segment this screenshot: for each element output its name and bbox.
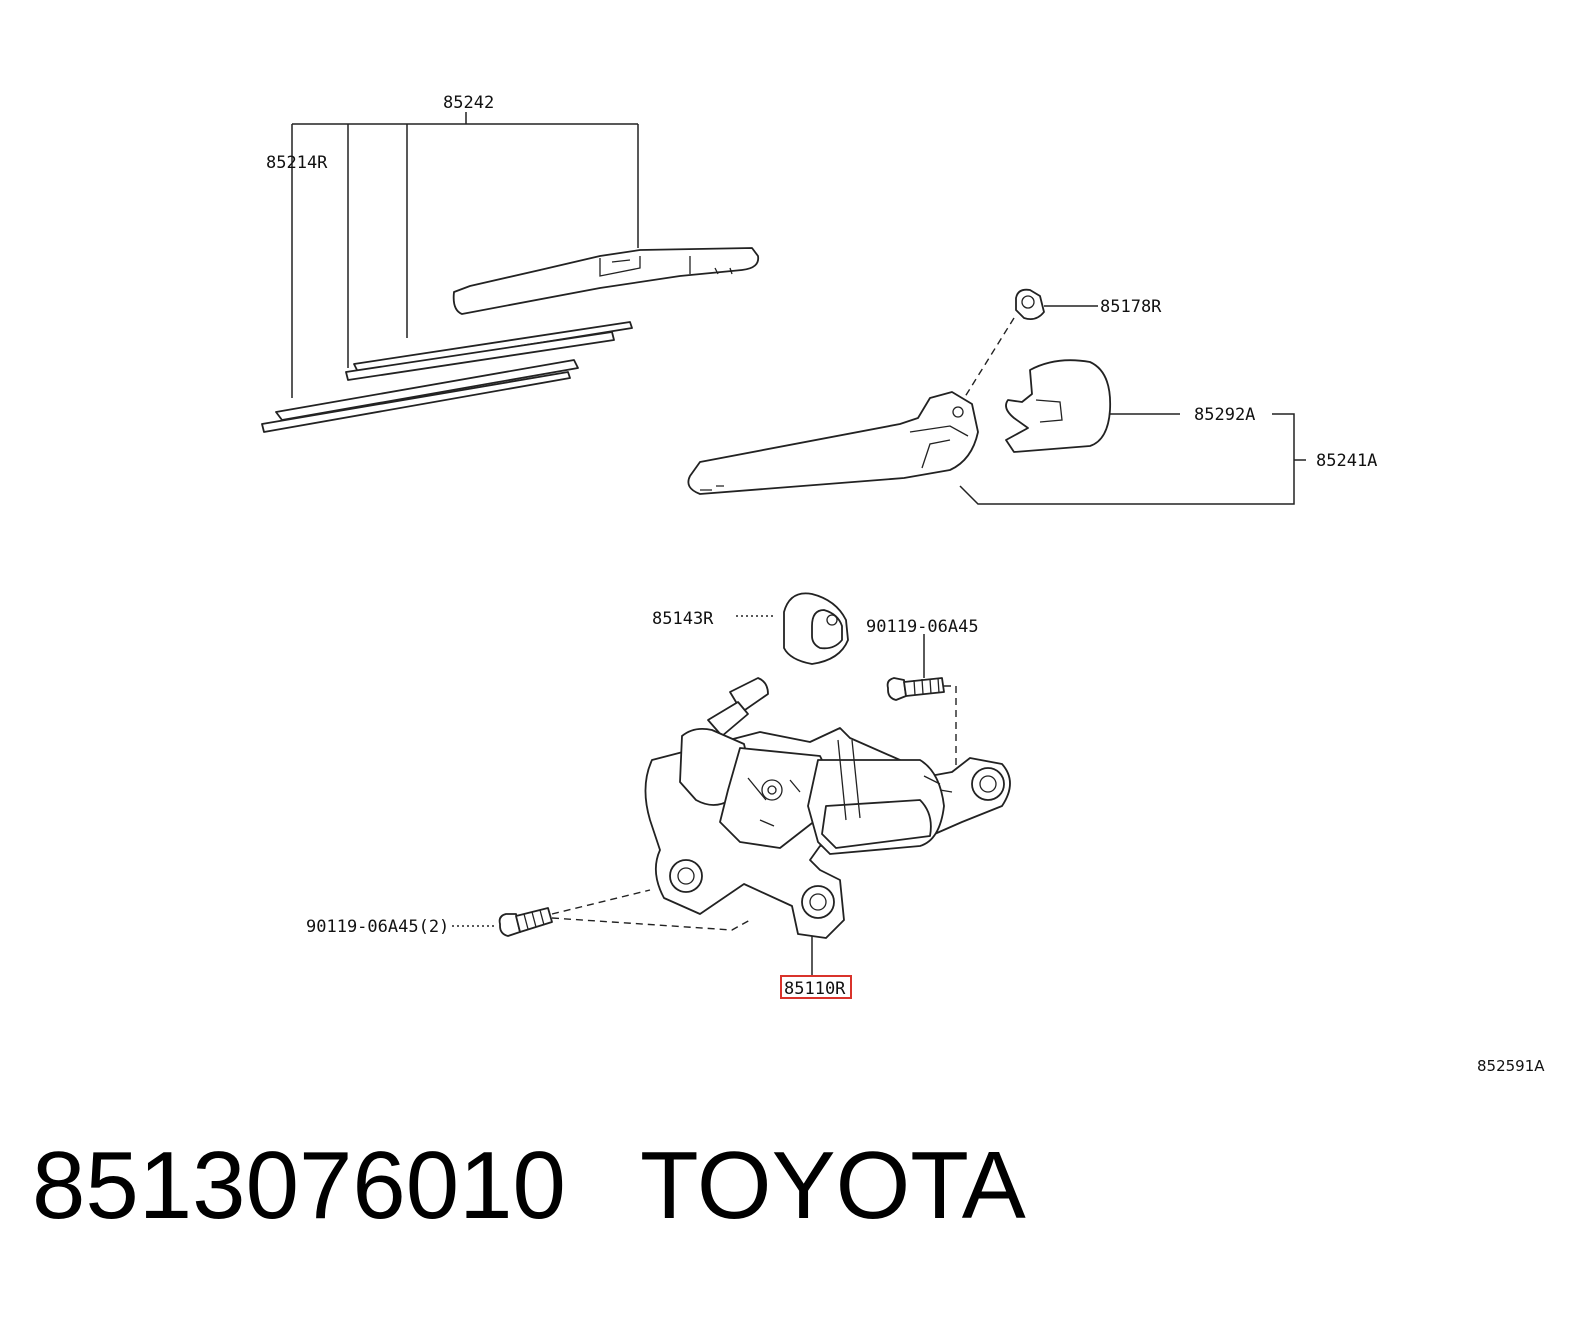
arm-cap: [1005, 359, 1112, 453]
wiper-arm-group: [687, 288, 1306, 505]
callout-90119-06A45-x2[interactable]: 90119-06A45(2): [306, 917, 449, 937]
highlight-box: [780, 975, 852, 999]
bolt-upper: [886, 634, 957, 770]
footer-part-number: 8513076010: [32, 1132, 566, 1239]
callout-85241A[interactable]: 85241A: [1316, 451, 1377, 471]
grommet-bottom: [801, 885, 835, 919]
grommet-left: [669, 859, 703, 893]
callout-85214R[interactable]: 85214R: [266, 153, 328, 173]
wiper-arm: [687, 391, 979, 495]
blade-frame: [452, 247, 760, 315]
callout-90119-06A45[interactable]: 90119-06A45: [866, 617, 979, 637]
grommet-right: [971, 767, 1005, 801]
wiper-motor-assembly: [644, 677, 1011, 976]
callout-85292A[interactable]: 85292A: [1194, 405, 1255, 425]
bolt-lower: [452, 889, 751, 937]
blade-rubber-strip-lower: [275, 359, 579, 421]
callout-85110R[interactable]: 85110R: [784, 979, 846, 999]
pivot-cap: [736, 592, 849, 665]
callout-85143R[interactable]: 85143R: [652, 609, 714, 629]
callout-85242[interactable]: 85242: [443, 93, 494, 113]
footer-brand: TOYOTA: [640, 1132, 1026, 1239]
arm-nut: [1015, 288, 1045, 321]
illustration-code: 852591A: [1477, 1057, 1545, 1075]
wiper-blade-group: [261, 112, 760, 433]
callout-85110R-highlighted[interactable]: 85110R: [780, 975, 852, 999]
callout-85178R[interactable]: 85178R: [1100, 297, 1162, 317]
